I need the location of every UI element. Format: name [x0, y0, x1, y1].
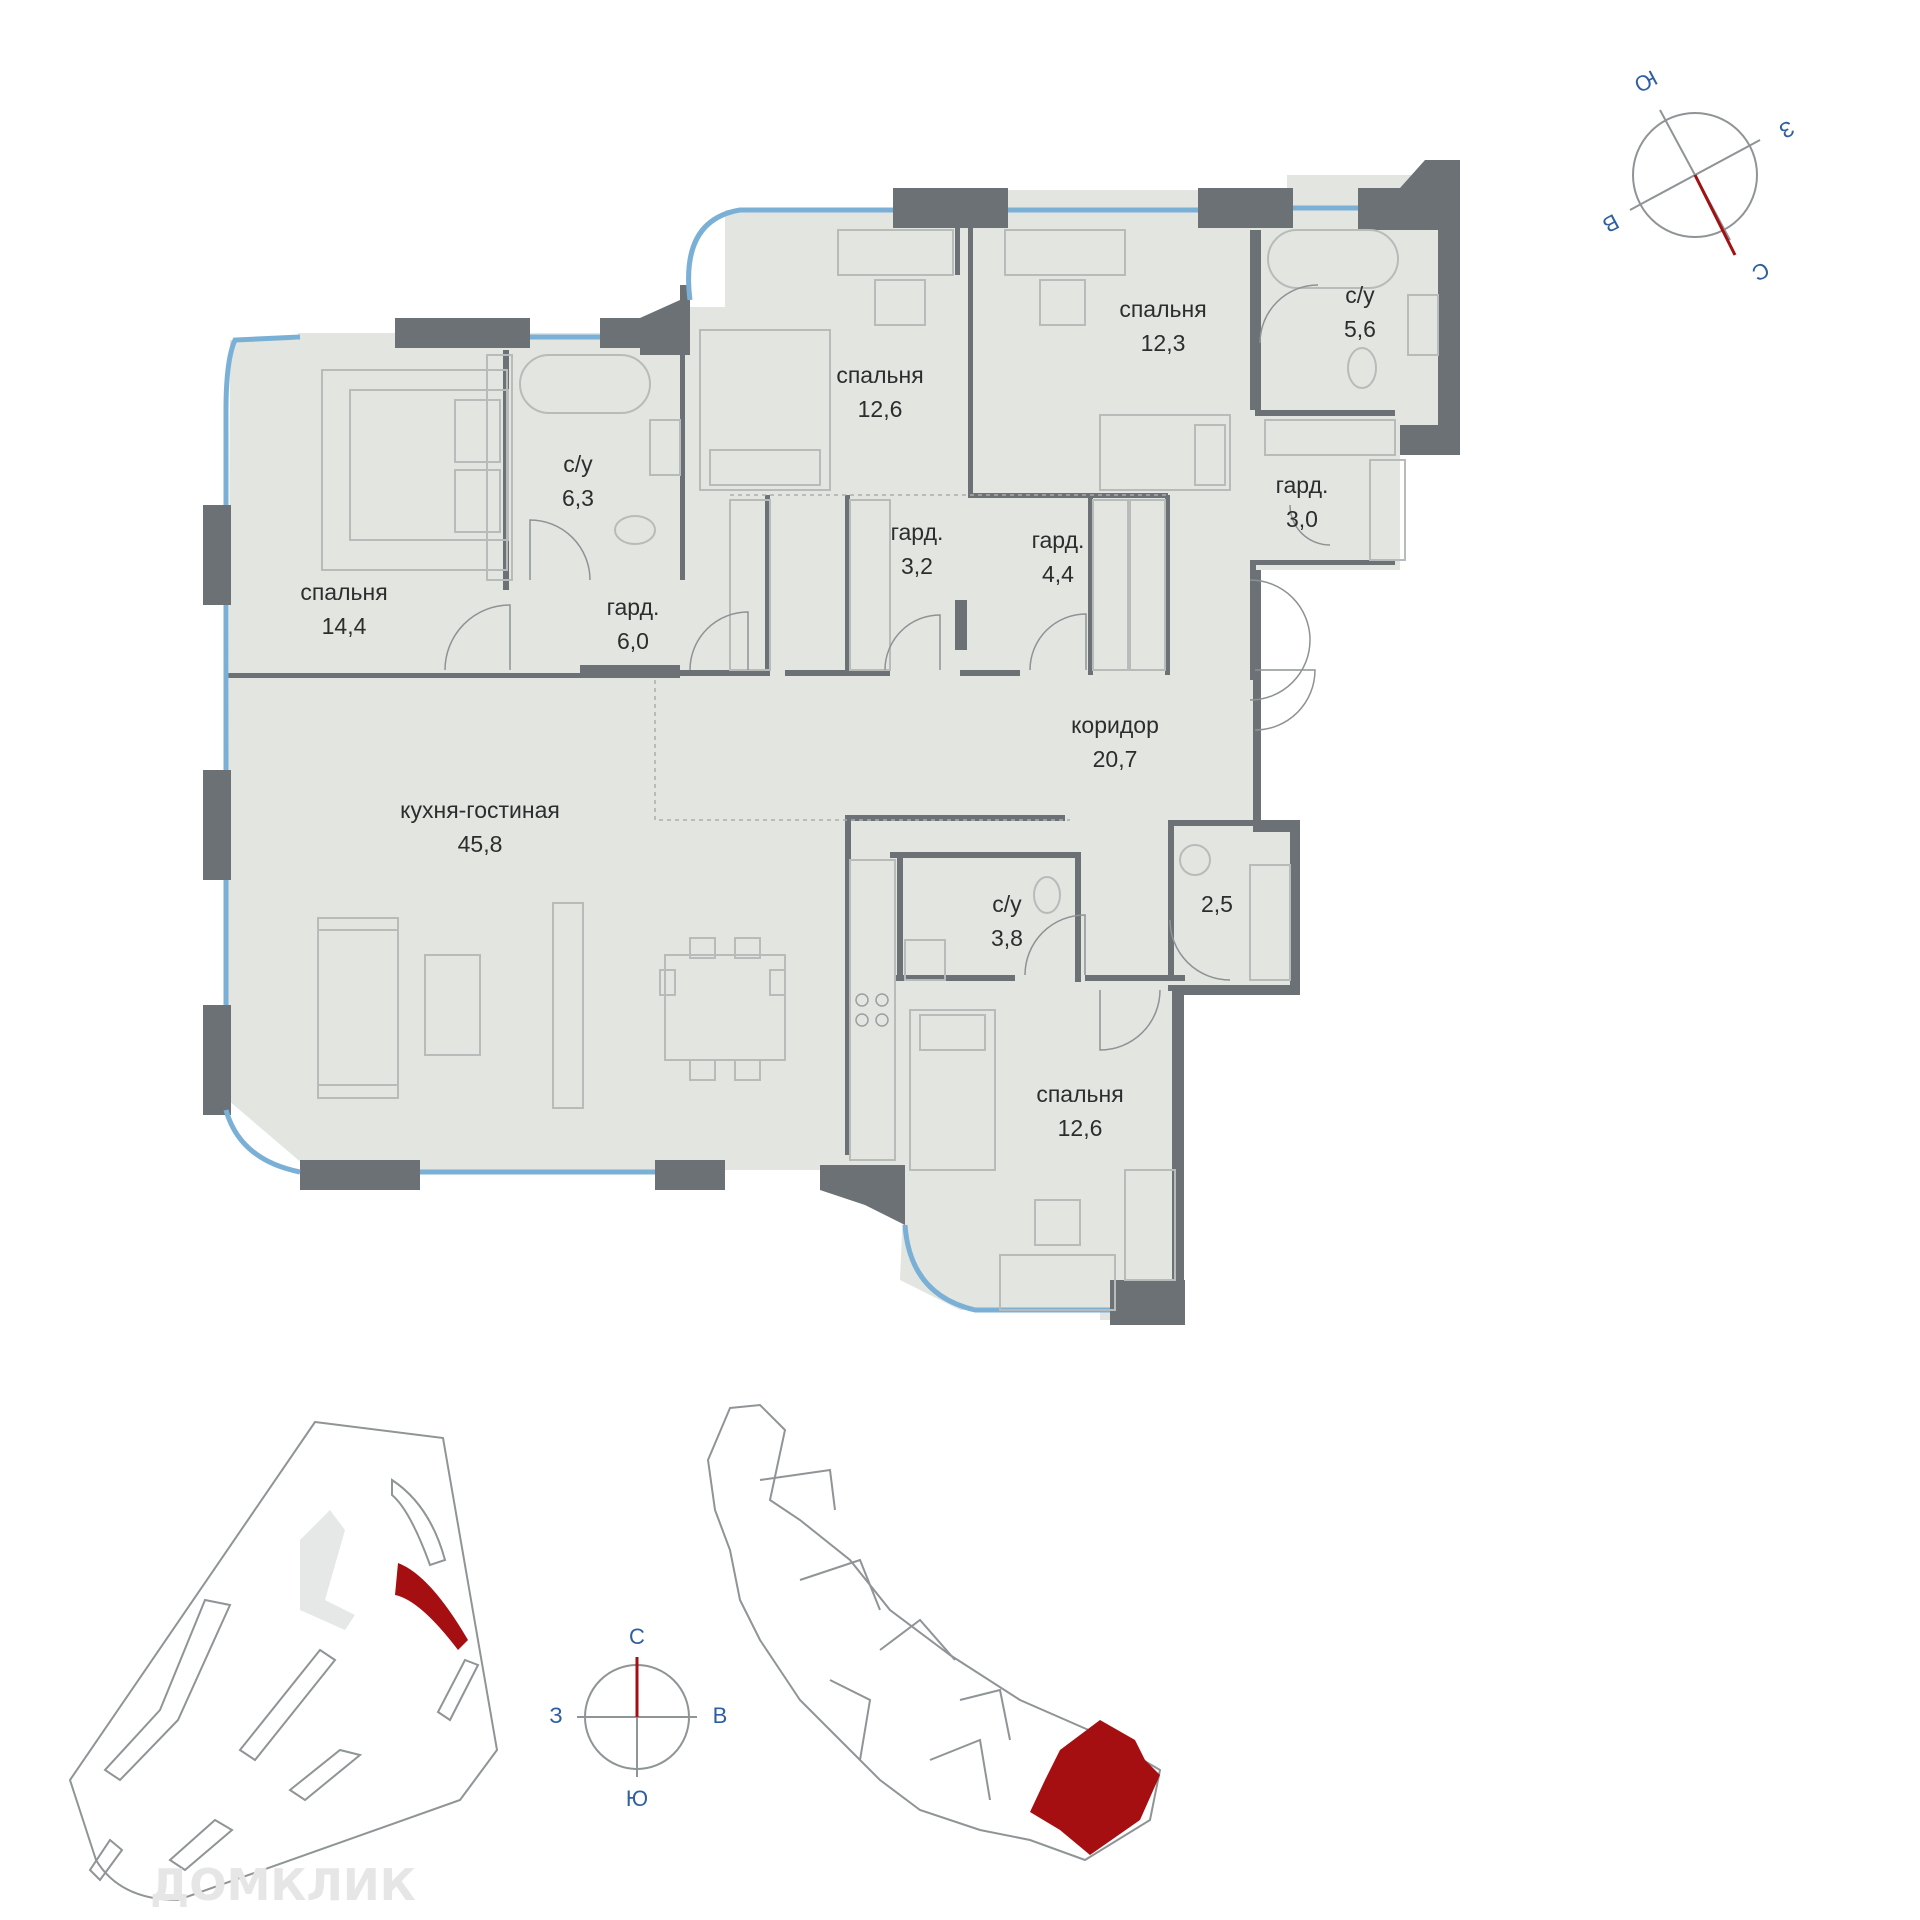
storage-area: 2,5 — [1201, 891, 1233, 917]
bath-a-name: с/у — [563, 451, 593, 477]
ward-c-area: 4,4 — [1042, 561, 1074, 587]
corridor-name: коридор — [1071, 712, 1159, 738]
compass-straight-west: З — [549, 1703, 562, 1728]
building-section-map — [706, 1403, 1162, 1862]
zone-lines — [654, 494, 1168, 821]
watermark-text: ДОМКЛИК — [150, 1860, 416, 1911]
site-map — [68, 1420, 499, 1902]
compass-straight-north: С — [629, 1624, 645, 1649]
bedroom-c-name: спальня — [1119, 296, 1206, 322]
bath-c-area: 5,6 — [1344, 316, 1376, 342]
ward-a-area: 6,0 — [617, 628, 649, 654]
compass-straight-east: В — [713, 1703, 728, 1728]
compass-rotated-east: В — [1598, 209, 1623, 238]
bedroom-a-name: спальня — [300, 579, 387, 605]
exterior-walls — [203, 160, 1460, 1325]
corridor-area: 20,7 — [1093, 746, 1138, 772]
bath-d-area: 3,8 — [991, 925, 1023, 951]
floor-fill — [228, 175, 1438, 1320]
compass-rotated: С Ю В З — [1598, 65, 1798, 286]
bedroom-d-area: 12,6 — [1058, 1115, 1103, 1141]
kitchen-area: 45,8 — [458, 831, 503, 857]
bedroom-d-name: спальня — [1036, 1081, 1123, 1107]
ward-d-area: 3,0 — [1286, 506, 1318, 532]
bath-a-area: 6,3 — [562, 485, 594, 511]
windows — [223, 205, 1358, 1313]
furniture — [317, 229, 1439, 1311]
ward-c-name: гард. — [1032, 527, 1085, 553]
kitchen-name: кухня-гостиная — [400, 797, 560, 823]
bath-d-name: с/у — [992, 891, 1022, 917]
ward-d-name: гард. — [1276, 472, 1329, 498]
bedroom-c-area: 12,3 — [1141, 330, 1186, 356]
ward-b-name: гард. — [891, 519, 944, 545]
compass-straight: С Ю В З — [549, 1624, 727, 1811]
compass-rotated-south: Ю — [1630, 65, 1661, 98]
bath-c-name: с/у — [1345, 282, 1375, 308]
ward-a-name: гард. — [607, 594, 660, 620]
watermark: ДОМКЛИК — [150, 1860, 416, 1911]
compass-rotated-north: С — [1748, 257, 1774, 287]
compass-rotated-west: З — [1775, 115, 1798, 143]
bedroom-b-area: 12,6 — [858, 396, 903, 422]
bedroom-b-name: спальня — [836, 362, 923, 388]
bedroom-a-area: 14,4 — [322, 613, 367, 639]
ward-b-area: 3,2 — [901, 553, 933, 579]
room-labels: спальня 14,4 с/у 6,3 гард. 6,0 спальня 1… — [300, 282, 1376, 1141]
doors — [444, 284, 1331, 1051]
compass-straight-south: Ю — [626, 1786, 648, 1811]
